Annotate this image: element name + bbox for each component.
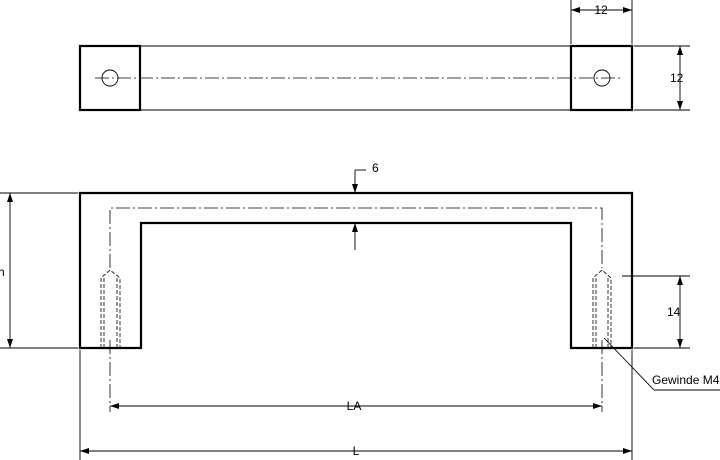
right-thread-hole bbox=[592, 269, 612, 412]
hole-spacing-dimension-label: LA bbox=[347, 399, 362, 413]
height-dimension: h bbox=[0, 192, 78, 349]
overall-length-dimension: L bbox=[79, 350, 633, 460]
thread-callout: Gewinde M4 bbox=[603, 337, 720, 391]
top-view: 12 12 bbox=[78, 0, 690, 112]
top-width-dimension-label: 12 bbox=[594, 3, 608, 17]
top-width-dimension: 12 bbox=[570, 0, 633, 44]
handle-outline bbox=[78, 191, 634, 350]
top-view-right-hole bbox=[593, 69, 611, 87]
handle-centerline bbox=[109, 207, 603, 268]
top-view-left-hole bbox=[101, 69, 119, 87]
left-thread-hole bbox=[100, 269, 121, 412]
front-view: 6 h 14 Gewinde M4 bbox=[0, 161, 720, 460]
thread-depth-dimension-label: 14 bbox=[667, 305, 681, 319]
thread-depth-dimension: 14 bbox=[622, 275, 690, 349]
thickness-dimension: 6 bbox=[352, 161, 379, 250]
top-height-dimension-label: 12 bbox=[670, 71, 684, 85]
thread-callout-label: Gewinde M4 bbox=[652, 373, 720, 387]
thickness-dimension-label: 6 bbox=[372, 161, 379, 175]
overall-length-dimension-label: L bbox=[353, 444, 360, 458]
top-height-dimension: 12 bbox=[634, 45, 690, 111]
height-dimension-label: h bbox=[0, 265, 5, 279]
hole-spacing-dimension: LA bbox=[110, 399, 602, 413]
